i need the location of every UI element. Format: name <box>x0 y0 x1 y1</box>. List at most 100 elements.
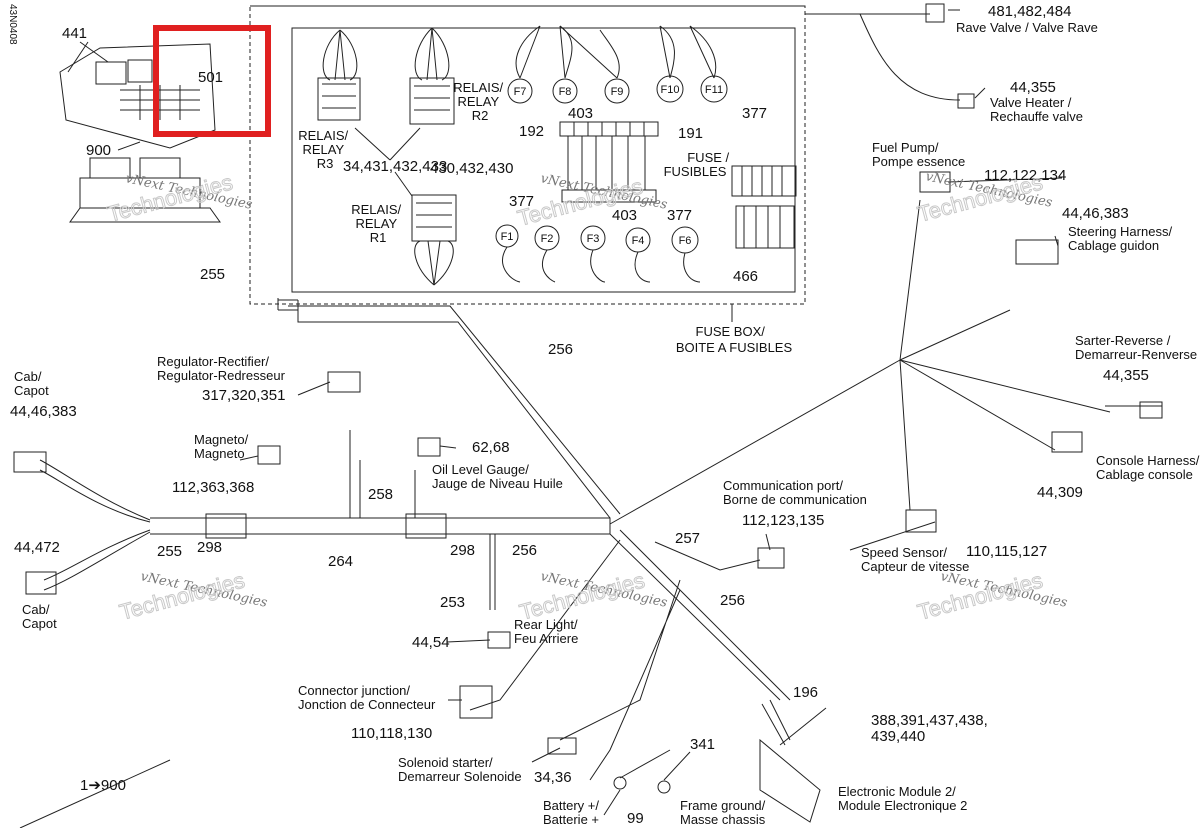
main-harness <box>39 5 1111 781</box>
callout-298a: 298 <box>197 539 222 556</box>
callout-3436: 34,36 <box>534 769 572 786</box>
relay-r3-shape <box>317 29 361 121</box>
regulator-label: Regulator-Rectifier/ Regulator-Redresseu… <box>157 354 286 383</box>
fuse-connector-block <box>559 121 659 203</box>
callout-377b: 377 <box>509 193 534 210</box>
callout-34431: 34,431,432,433 <box>343 158 447 175</box>
callout-481: 481,482,484 <box>988 3 1071 20</box>
callout-112123: 112,123,135 <box>742 512 824 529</box>
rear-light-label: Rear Light/ Feu Arriere <box>514 617 581 646</box>
figure-code: 43N0408 <box>7 4 18 45</box>
callout-255a: 255 <box>200 266 225 283</box>
fuse-f6: F6 <box>679 235 692 247</box>
fuse-f9: F9 <box>611 86 624 98</box>
svg-text:Technologies: Technologies <box>517 567 648 624</box>
frame-ground-label: Frame ground/ Masse chassis <box>680 798 769 827</box>
callout-403b: 403 <box>612 207 637 224</box>
callout-501: 501 <box>198 69 223 86</box>
fuse-f11: F11 <box>705 84 723 96</box>
bottom-fuse-row <box>495 224 701 283</box>
callout-4446383b: 44,46,383 <box>10 403 77 420</box>
callout-110115: 110,115,127 <box>966 543 1047 560</box>
callout-4446383a: 44,46,383 <box>1062 205 1129 222</box>
fuse-f10: F10 <box>661 84 680 96</box>
fuse-f3: F3 <box>587 233 600 245</box>
svg-text:Technologies: Technologies <box>117 567 248 624</box>
callout-256b: 256 <box>512 542 537 559</box>
relay-callout-lines <box>354 127 421 197</box>
callout-441: 441 <box>62 25 87 42</box>
callout-191: 191 <box>678 125 703 142</box>
callout-377c: 377 <box>667 207 692 224</box>
callout-298b: 298 <box>450 542 475 559</box>
ecm-label: Electronic Module 2/ Module Electronique… <box>838 784 967 813</box>
callout-256a: 256 <box>548 341 573 358</box>
valve-heater-label: Valve Heater / Rechauffe valve <box>990 95 1083 124</box>
callout-255b: 255 <box>157 543 182 560</box>
fuse-box-label: FUSE BOX/ BOITE A FUSIBLES <box>676 324 793 355</box>
fuse-f1: F1 <box>501 231 514 243</box>
callout-900: 900 <box>86 142 111 159</box>
callout-439: 439,440 <box>871 728 925 745</box>
top-fuse-row <box>507 25 728 104</box>
relay-r3-label: RELAIS/ RELAY R3 <box>298 128 351 171</box>
highlight-box <box>153 25 271 137</box>
callout-112122: 112,122,134 <box>984 167 1066 184</box>
callout-6268: 62,68 <box>472 439 510 456</box>
fuse-f8: F8 <box>559 86 572 98</box>
relay-r1-label: RELAIS/ RELAY R1 <box>351 202 404 245</box>
fuse-box-unit <box>59 43 221 223</box>
connector-junction-label: Connector junction/ Jonction de Connecte… <box>298 683 436 712</box>
callout-44309: 44,309 <box>1037 484 1083 501</box>
console-harness-label: Console Harness/ Cablage console <box>1096 453 1200 482</box>
callout-44355b: 44,355 <box>1103 367 1149 384</box>
callout-44472: 44,472 <box>14 539 60 556</box>
steering-harness-label: Steering Harness/ Cablage guidon <box>1068 224 1176 253</box>
callout-466: 466 <box>733 268 758 285</box>
rave-valve-label: Rave Valve / Valve Rave <box>956 20 1098 35</box>
callout-192: 192 <box>519 123 544 140</box>
callout-317: 317,320,351 <box>202 387 285 404</box>
callout-377a: 377 <box>742 105 767 122</box>
relay-r2-label: RELAIS/ RELAY R2 <box>453 80 506 123</box>
callout-441-leader <box>67 41 109 73</box>
fuse-box-detail <box>249 5 806 305</box>
fuse-holder-shape <box>731 165 797 249</box>
callout-99: 99 <box>627 810 644 827</box>
fuse-f7: F7 <box>514 86 527 98</box>
comm-port-label: Communication port/ Borne de communicati… <box>723 478 867 507</box>
magneto-label: Magneto/ Magneto <box>194 432 252 461</box>
callout-256c: 256 <box>720 592 745 609</box>
battery-label: Battery +/ Batterie + <box>543 798 603 827</box>
callout-264: 264 <box>328 553 353 570</box>
callout-388: 388,391,437,438, <box>871 712 988 729</box>
speed-sensor-label: Speed Sensor/ Capteur de vitesse <box>861 545 969 574</box>
fuse-label: FUSE / FUSIBLES <box>664 150 733 179</box>
callout-44355a: 44,355 <box>1010 79 1056 96</box>
solenoid-label: Solenoid starter/ Demarreur Solenoide <box>398 755 522 784</box>
relay-r1-shape <box>411 194 457 286</box>
callout-403a: 403 <box>568 105 593 122</box>
callout-110118: 110,118,130 <box>351 725 432 742</box>
callout-341: 341 <box>690 736 715 753</box>
callout-196: 196 <box>793 684 818 701</box>
callout-900-leader <box>117 141 141 151</box>
component-leaders <box>19 9 1162 828</box>
cab-bottom-label: Cab/ Capot <box>22 602 57 631</box>
callout-4454: 44,54 <box>412 634 450 651</box>
fuse-f4: F4 <box>632 235 645 247</box>
cab-top-label: Cab/ Capot <box>14 369 49 398</box>
svg-text:Technologies: Technologies <box>915 567 1046 624</box>
callout-257: 257 <box>675 530 700 547</box>
fuel-pump-label: Fuel Pump/ Pompe essence <box>872 140 965 169</box>
starter-reverse-label: Sarter-Reverse / Demarreur-Renverse <box>1075 333 1197 362</box>
fuse-f2: F2 <box>541 233 554 245</box>
callout-253: 253 <box>440 594 465 611</box>
oil-level-label: Oil Level Gauge/ Jauge de Niveau Huile <box>432 462 563 491</box>
callout-1-900: 1➔900 <box>80 777 126 794</box>
relay-r2-shape <box>409 27 455 125</box>
callout-258: 258 <box>368 486 393 503</box>
callout-112363: 112,363,368 <box>172 479 254 496</box>
callout-430: 430,432,430 <box>430 160 513 177</box>
